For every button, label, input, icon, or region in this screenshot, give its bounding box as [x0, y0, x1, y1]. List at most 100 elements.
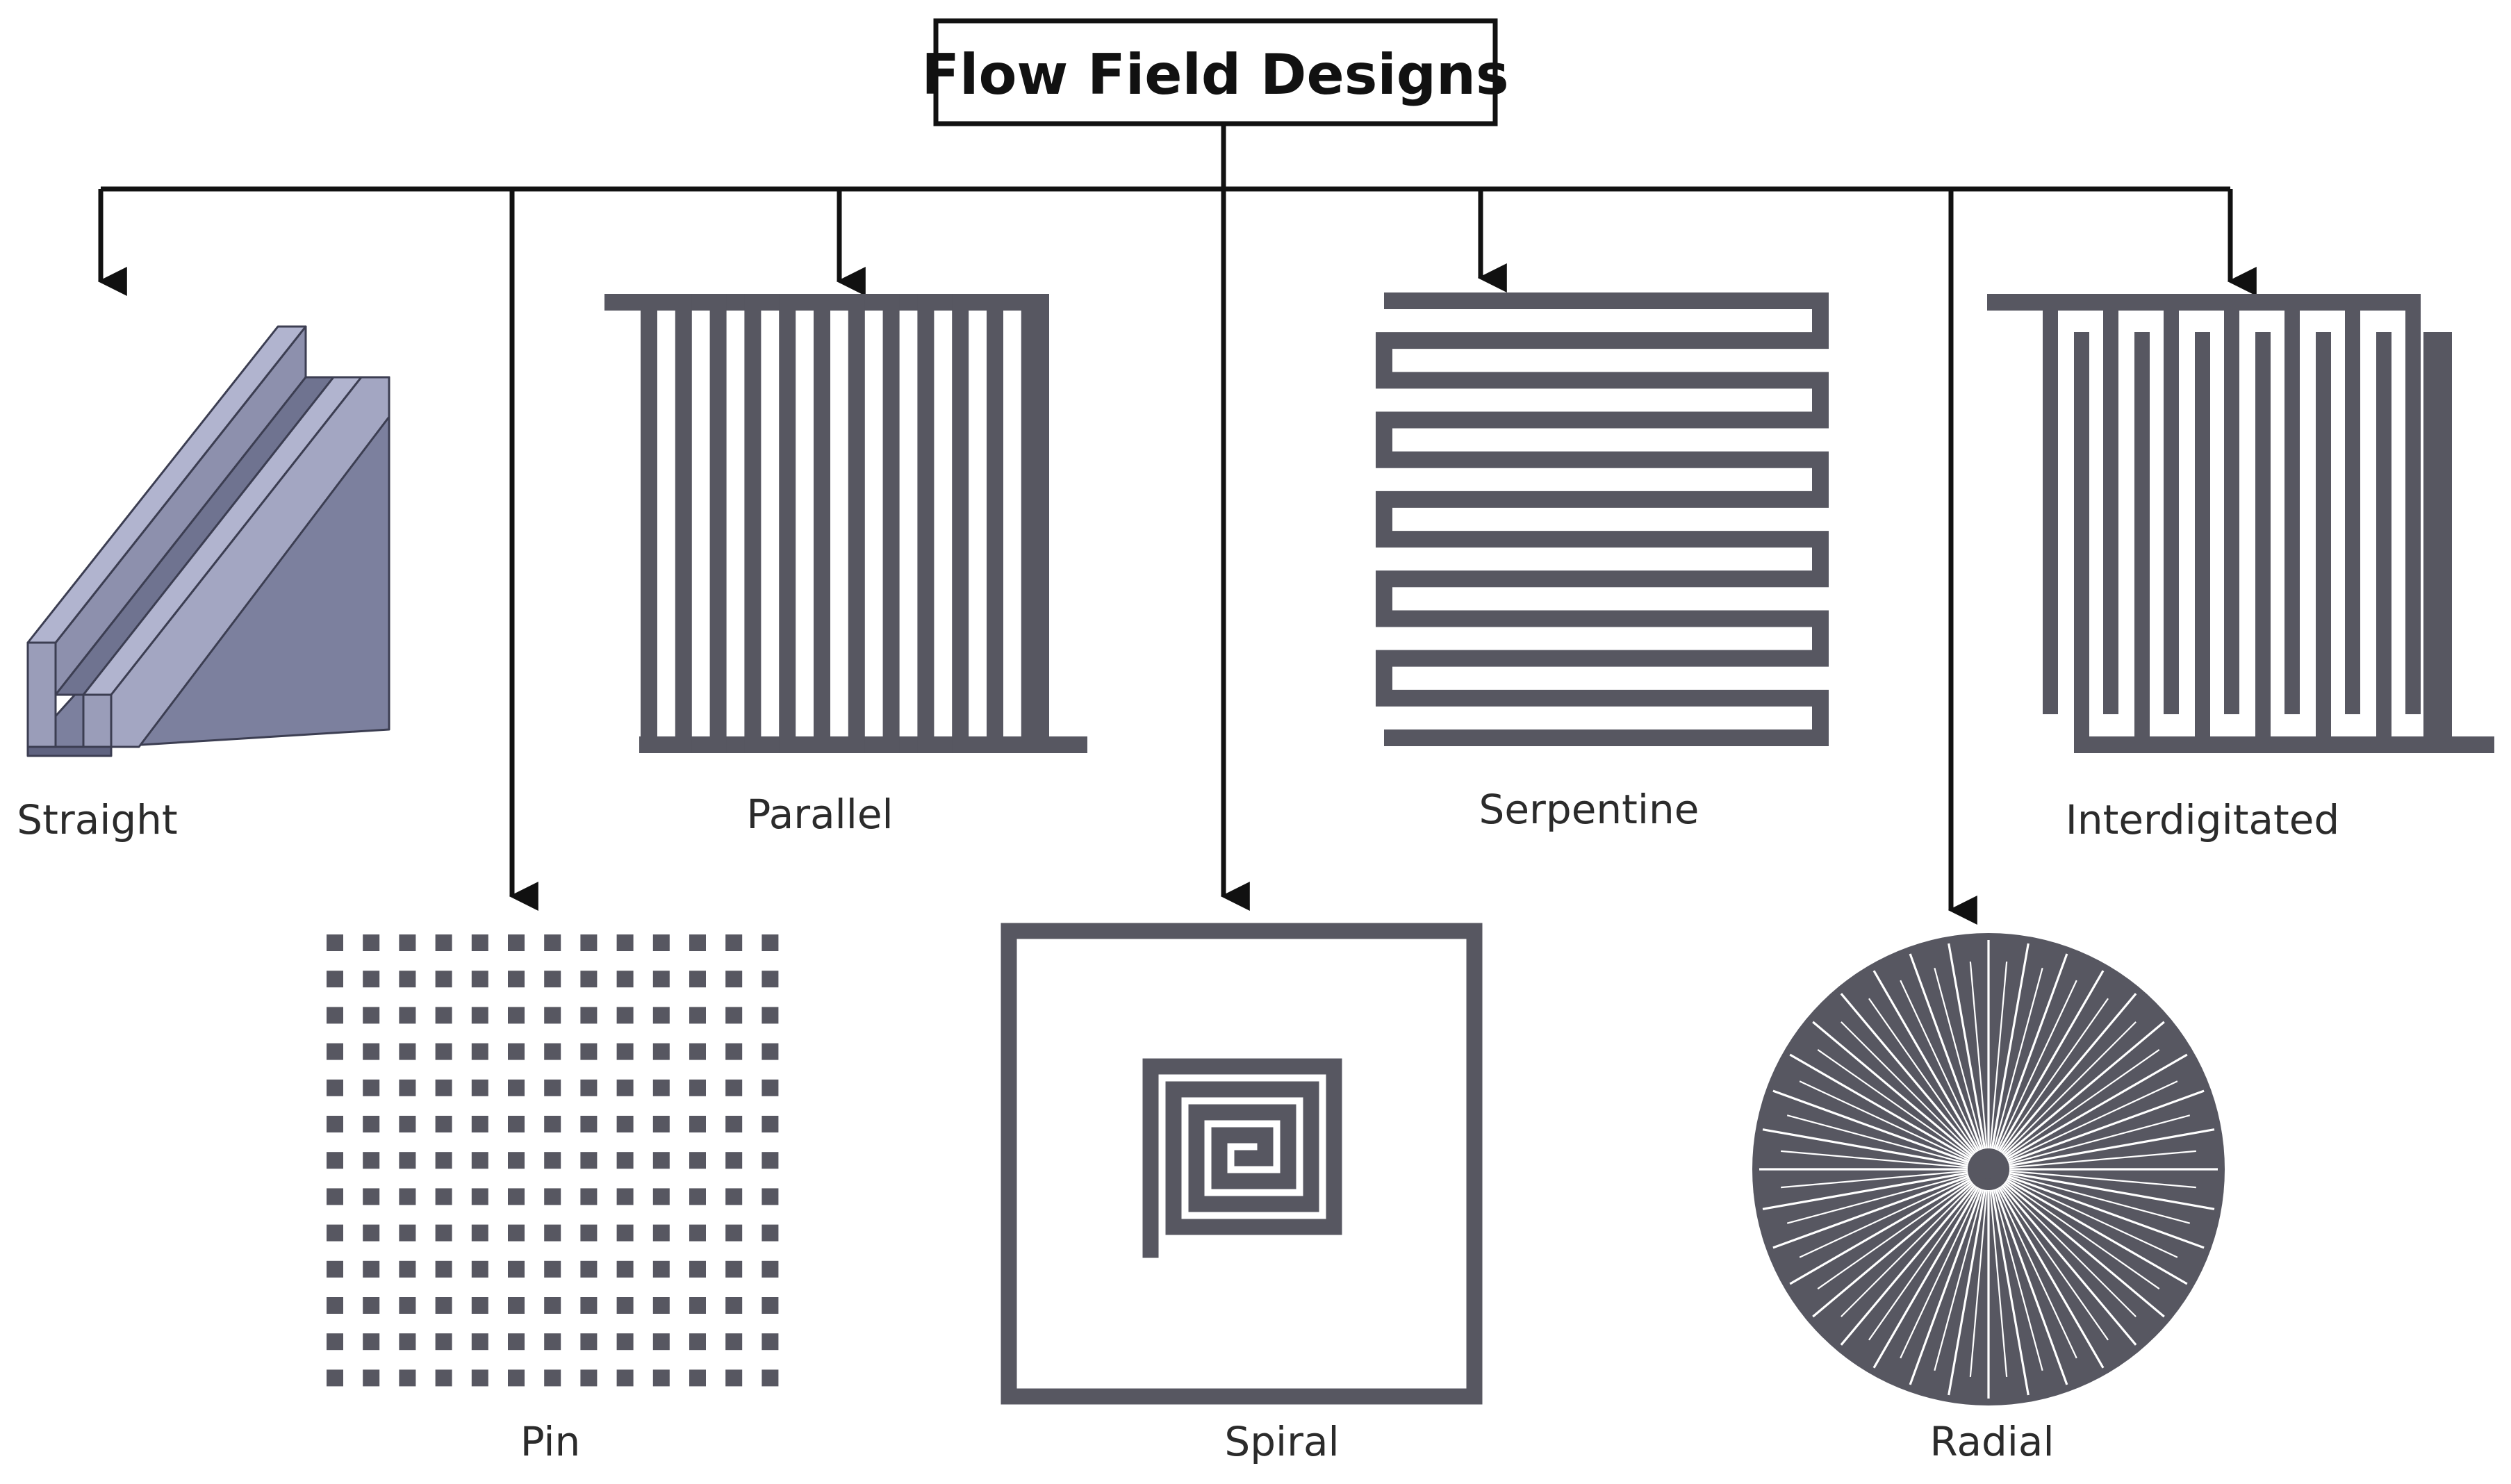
radial-gap	[1934, 967, 1984, 1150]
pin	[689, 934, 706, 951]
pin	[544, 1369, 561, 1387]
pin	[327, 1224, 343, 1242]
pin	[652, 1369, 670, 1387]
pin	[761, 1260, 779, 1278]
pin	[761, 1333, 779, 1351]
pin	[580, 934, 598, 951]
pin	[616, 971, 634, 988]
pin	[689, 1369, 706, 1387]
pin	[508, 1369, 525, 1387]
title-box: Flow Field Designs	[921, 18, 1509, 126]
radial-gap	[1991, 1189, 2030, 1396]
label-pin: Pin	[520, 1418, 581, 1465]
pin	[544, 1007, 561, 1024]
pin	[435, 1043, 452, 1060]
pin	[471, 1043, 488, 1060]
pin	[327, 1333, 343, 1351]
pin	[544, 1224, 561, 1242]
pin	[435, 1224, 452, 1242]
pin	[399, 1297, 416, 1314]
parallel-channel	[641, 294, 657, 753]
radial-gap	[1991, 943, 2030, 1149]
pin	[508, 1152, 525, 1169]
pin	[616, 1369, 634, 1387]
pin	[689, 1079, 706, 1096]
radial-gap	[1909, 953, 1983, 1151]
interdigitated-top-finger	[2405, 294, 2421, 714]
pin	[327, 934, 343, 951]
radial-gap	[1989, 962, 2008, 1149]
radial-gap	[2007, 1080, 2178, 1162]
pin	[327, 1116, 343, 1132]
serpentine-channel-shape	[1376, 292, 1829, 746]
pin	[580, 971, 598, 988]
interdigitated-bottom-finger	[2316, 332, 2331, 753]
pin	[689, 1333, 706, 1351]
pin	[616, 1297, 634, 1314]
label-straight: Straight	[17, 796, 177, 843]
pin	[327, 1079, 343, 1096]
pin	[399, 1333, 416, 1351]
pin	[508, 1116, 525, 1132]
pin	[761, 934, 779, 951]
pin	[652, 1007, 670, 1024]
radial-gap	[1812, 1182, 1974, 1318]
radial-gap	[2006, 1178, 2188, 1285]
interdigitated-channel-shape	[1987, 294, 2494, 753]
pin	[363, 934, 380, 951]
pin	[363, 1152, 380, 1169]
pin-grid-shape	[327, 934, 779, 1387]
radial-gap	[1998, 970, 2105, 1152]
interdigitated-bottom-finger	[2423, 332, 2439, 753]
pin	[761, 1079, 779, 1096]
parallel-channel	[814, 294, 830, 753]
pin	[652, 1152, 670, 1169]
pin	[508, 1333, 525, 1351]
pin	[435, 1152, 452, 1169]
pin	[725, 1116, 743, 1132]
radial-gap	[1781, 1150, 1968, 1169]
pin	[508, 1260, 525, 1278]
radial-gap	[2004, 1049, 2160, 1158]
pin	[616, 1260, 634, 1278]
spiral-outer-frame	[1001, 923, 1483, 1405]
pin	[580, 1260, 598, 1278]
parallel-channel	[1032, 294, 1049, 753]
radial-gap	[2003, 1021, 2165, 1157]
pin	[363, 1297, 380, 1314]
radial-gap	[2000, 998, 2109, 1153]
pin	[725, 1079, 743, 1096]
label-serpentine: Serpentine	[1479, 786, 1699, 833]
radial-gap	[2004, 1180, 2160, 1289]
pin	[725, 1369, 743, 1387]
pin	[689, 1260, 706, 1278]
pin	[761, 1007, 779, 1024]
pin	[761, 1188, 779, 1205]
pin	[616, 1152, 634, 1169]
radial-gap	[1994, 1188, 2068, 1385]
radial-gap	[1762, 1128, 1968, 1167]
pin	[544, 971, 561, 988]
pin	[435, 934, 452, 951]
pin	[761, 1116, 779, 1132]
radial-gap	[1996, 980, 2077, 1151]
pin	[435, 1079, 452, 1096]
parallel-channel	[744, 294, 761, 753]
pin	[399, 1043, 416, 1060]
radial-gap	[1969, 962, 1988, 1149]
pin	[435, 1297, 452, 1314]
radial-gap	[2002, 1021, 2137, 1155]
parallel-channel	[779, 294, 796, 753]
pin	[652, 1043, 670, 1060]
radial-gap	[1900, 1187, 1981, 1359]
parallel-channel	[987, 294, 1003, 753]
pin	[327, 1188, 343, 1205]
pin	[363, 1333, 380, 1351]
pin	[725, 1297, 743, 1314]
radial-gap	[2009, 1128, 2215, 1167]
label-parallel: Parallel	[746, 791, 893, 838]
pin	[435, 1007, 452, 1024]
pin	[508, 1297, 525, 1314]
radial-gap	[1993, 1189, 2043, 1371]
pin	[471, 1224, 488, 1242]
